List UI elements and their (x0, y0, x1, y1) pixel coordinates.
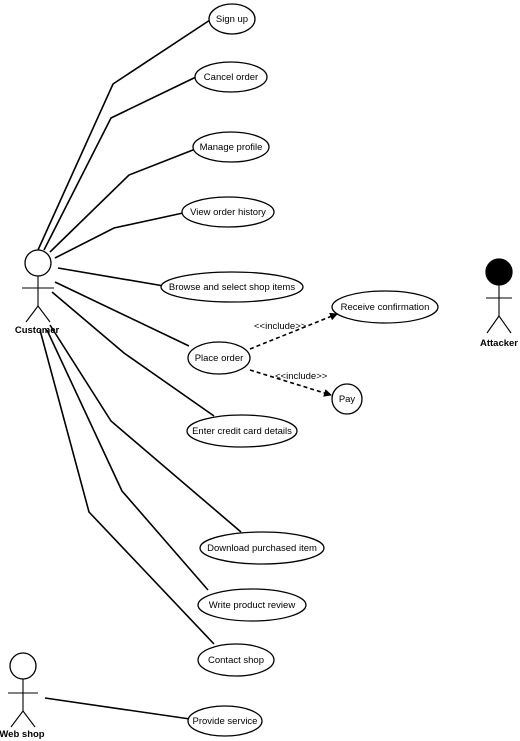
use-case-label: Write product review (209, 600, 296, 611)
actor-attacker[interactable]: Attacker (480, 258, 518, 349)
assoc-customer-browse (57, 267, 165, 287)
use-case-label: View order history (190, 207, 266, 218)
include-label-pay: <<include>> (275, 371, 328, 382)
use-case-browse-select[interactable]: Browse and select shop items (160, 271, 304, 303)
use-case-signup[interactable]: Sign up (208, 3, 256, 35)
use-case-label: Browse and select shop items (169, 282, 295, 293)
use-case-label: Manage profile (200, 142, 263, 153)
use-case-contact-shop[interactable]: Contact shop (197, 643, 275, 677)
assoc-webshop-service (44, 697, 191, 720)
assoc-customer-profile (49, 147, 199, 253)
actor-head (485, 258, 513, 286)
include-arrow-confirmation (249, 312, 338, 350)
use-case-download-item[interactable]: Download purchased item (199, 531, 325, 565)
use-case-write-review[interactable]: Write product review (197, 588, 307, 622)
assoc-customer-contact (39, 329, 215, 645)
include-label-confirmation: <<include>> (254, 321, 307, 332)
assoc-customer-history (54, 212, 184, 259)
use-case-enter-credit-card[interactable]: Enter credit card details (186, 414, 298, 448)
actor-label: Web shop (0, 729, 45, 740)
assoc-customer-download (49, 324, 242, 533)
use-case-pay[interactable]: Pay (331, 383, 363, 415)
actor-label: Attacker (480, 338, 518, 349)
use-case-label: Provide service (193, 716, 258, 727)
use-case-provide-service[interactable]: Provide service (187, 705, 263, 737)
use-case-label: Pay (339, 394, 356, 405)
actor-head (24, 249, 52, 277)
actor-customer[interactable]: Customer (15, 249, 60, 336)
assoc-customer-cancel (43, 76, 197, 251)
assoc-customer-credit (51, 291, 215, 417)
use-case-label: Place order (195, 353, 244, 364)
use-case-cancel-order[interactable]: Cancel order (194, 61, 268, 93)
use-case-manage-profile[interactable]: Manage profile (192, 131, 270, 163)
use-case-label: Sign up (216, 14, 248, 25)
include-arrow-pay (249, 369, 332, 397)
use-case-receive-confirmation[interactable]: Receive confirmation (331, 290, 439, 324)
use-case-label: Enter credit card details (192, 426, 292, 437)
use-case-label: Download purchased item (207, 543, 317, 554)
assoc-customer-place (54, 281, 190, 347)
assoc-customer-review (46, 329, 209, 591)
use-case-label: Contact shop (208, 655, 264, 666)
use-case-place-order[interactable]: Place order (187, 341, 251, 375)
use-case-view-order-history[interactable]: View order history (181, 196, 275, 228)
assoc-customer-signup (37, 19, 211, 251)
use-case-label: Receive confirmation (341, 302, 430, 313)
actor-label: Customer (15, 325, 60, 336)
use-case-label: Cancel order (204, 72, 258, 83)
include-relations: <<include>> <<include>> (249, 312, 338, 397)
actor-head (9, 652, 37, 680)
actor-web-shop[interactable]: Web shop (0, 652, 45, 740)
customer-associations (37, 19, 242, 645)
